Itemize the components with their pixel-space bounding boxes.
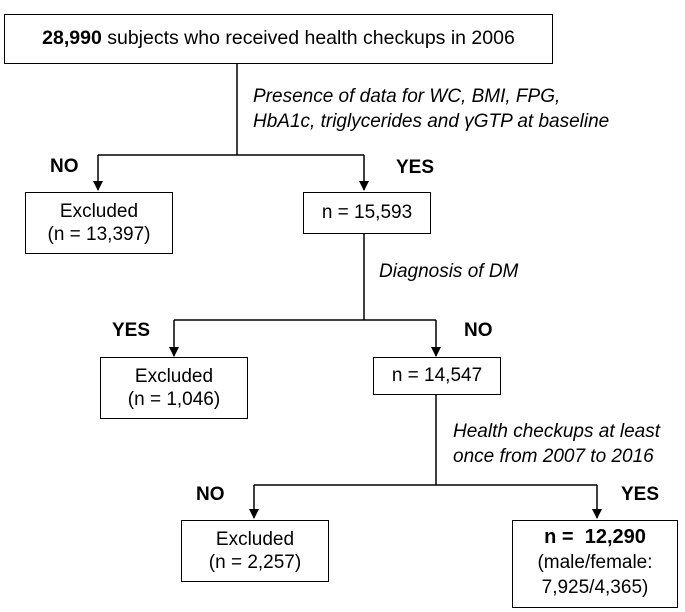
retained-1-count: n = 15,593 (321, 202, 413, 223)
criterion-2-yes-label: YES (112, 320, 151, 341)
criterion-2-note: Diagnosis of DM (379, 259, 518, 284)
criterion-3-line-2: once from 2007 to 2016 (453, 446, 654, 467)
excluded-box-1: Excluded (n = 13,397) (25, 192, 173, 254)
criterion-2-no-label: NO (464, 320, 493, 341)
final-cohort-count: 12,290 (584, 526, 646, 548)
excluded-2-count: (n = 1,046) (127, 389, 221, 410)
criterion-3-yes-label: YES (621, 484, 660, 505)
retained-box-1: n = 15,593 (303, 192, 431, 234)
final-cohort-sex-label: (male/female: (537, 552, 653, 573)
criterion-1-line-2: HbA1c, triglycerides and γGTP at baselin… (253, 111, 610, 132)
final-cohort-sex-counts: 7,925/4,365) (541, 577, 649, 598)
retained-box-2: n = 14,547 (373, 357, 501, 395)
criterion-3-line-1: Health checkups at least (453, 421, 661, 442)
criterion-1-line-1: Presence of data for WC, BMI, FPG, (253, 86, 561, 107)
excluded-2-title: Excluded (134, 366, 214, 387)
criterion-1-yes-label: YES (396, 157, 435, 178)
excluded-3-count: (n = 2,257) (208, 552, 302, 573)
criterion-1-no-label: NO (50, 156, 79, 177)
final-cohort-count-line: n = 12,290 (513, 525, 677, 550)
excluded-3-title: Excluded (215, 529, 295, 550)
excluded-box-2: Excluded (n = 1,046) (100, 357, 248, 419)
final-cohort-count-prefix: n = (544, 526, 580, 548)
excluded-box-3: Excluded (n = 2,257) (181, 520, 329, 582)
top-subjects-box: 28,990 subjects who received health chec… (4, 14, 553, 64)
final-cohort-box: n = 12,290 (male/female: 7,925/4,365) (512, 520, 678, 608)
excluded-1-title: Excluded (59, 201, 139, 222)
criterion-1-note: Presence of data for WC, BMI, FPG, HbA1c… (253, 84, 609, 134)
excluded-1-count: (n = 13,397) (47, 224, 151, 245)
top-subjects-count: 28,990 (42, 27, 102, 49)
top-subjects-text: subjects who received health checkups in… (101, 27, 515, 49)
criterion-3-note: Health checkups at least once from 2007 … (453, 419, 660, 469)
criterion-3-no-label: NO (196, 484, 225, 505)
criterion-2-line-1: Diagnosis of DM (379, 261, 519, 282)
retained-2-count: n = 14,547 (391, 365, 483, 386)
